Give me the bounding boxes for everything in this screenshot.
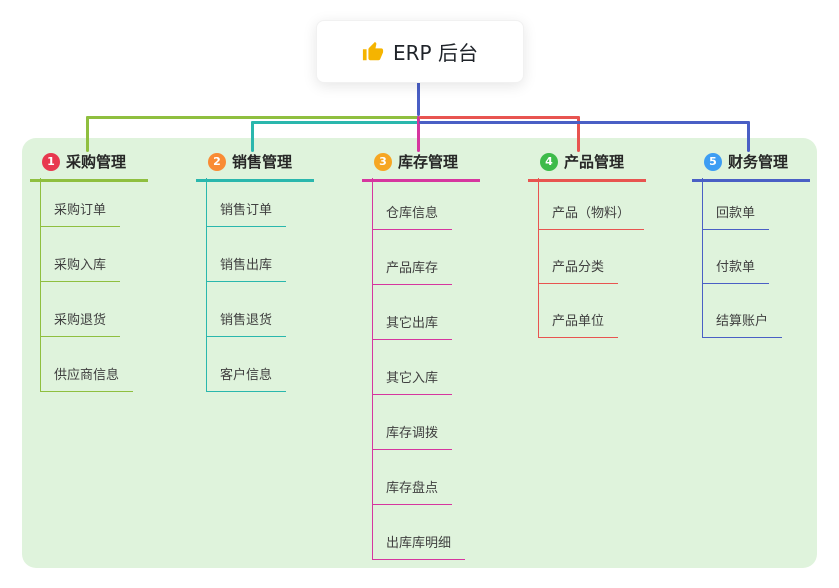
child-node[interactable]: 出库库明细: [372, 535, 466, 560]
branch-sales-header[interactable]: 2 销售管理: [196, 151, 315, 182]
child-node[interactable]: 销售订单: [206, 202, 287, 227]
branch-product-header[interactable]: 4 产品管理: [528, 151, 647, 182]
branch-label: 产品管理: [564, 153, 625, 171]
child-node[interactable]: 采购入库: [40, 257, 121, 282]
branch-product: 4 产品管理 产品（物料） 产品分类 产品单位: [528, 150, 647, 338]
connector-sales-h: [251, 121, 419, 124]
root-drop-connector: [417, 81, 420, 116]
branch-sales: 2 销售管理 销售订单 销售出库 销售退货 客户信息: [196, 150, 315, 392]
connector-product-v: [577, 116, 580, 152]
root-node-label: ERP 后台: [393, 41, 478, 65]
connector-purchase-h: [86, 116, 419, 119]
connector-inventory-v: [417, 116, 420, 152]
branch-label: 库存管理: [398, 153, 459, 171]
branch-finance-child-connector: [702, 178, 703, 337]
branch-number-badge: 5: [704, 152, 722, 171]
root-node[interactable]: ERP 后台: [316, 20, 524, 83]
child-node[interactable]: 产品单位: [538, 313, 619, 338]
child-node[interactable]: 产品分类: [538, 259, 619, 284]
child-node[interactable]: 其它出库: [372, 315, 453, 340]
child-node[interactable]: 供应商信息: [40, 367, 134, 392]
child-node[interactable]: 销售退货: [206, 312, 287, 337]
child-node[interactable]: 库存盘点: [372, 480, 453, 505]
branch-inventory-header[interactable]: 3 库存管理: [362, 151, 481, 182]
branch-inventory-child-connector: [372, 178, 373, 559]
branch-label: 财务管理: [728, 153, 789, 171]
branch-product-child-connector: [538, 178, 539, 337]
child-node[interactable]: 销售出库: [206, 257, 287, 282]
child-node[interactable]: 仓库信息: [372, 205, 453, 230]
branch-number-badge: 2: [208, 152, 226, 171]
branch-inventory: 3 库存管理 仓库信息 产品库存 其它出库 其它入库 库存调拨 库存盘点 出库库…: [362, 150, 481, 560]
connector-finance-h: [419, 121, 750, 124]
branch-purchase-header[interactable]: 1 采购管理: [30, 151, 149, 182]
child-node[interactable]: 采购退货: [40, 312, 121, 337]
child-node[interactable]: 其它入库: [372, 370, 453, 395]
branch-purchase-child-connector: [40, 178, 41, 391]
branch-number-badge: 3: [374, 152, 392, 171]
child-node[interactable]: 产品（物料）: [538, 205, 645, 230]
connector-purchase-v: [86, 116, 89, 152]
thumbs-up-icon: [362, 41, 384, 63]
branch-purchase: 1 采购管理 采购订单 采购入库 采购退货 供应商信息: [30, 150, 149, 392]
child-node[interactable]: 产品库存: [372, 260, 453, 285]
branch-finance-header[interactable]: 5 财务管理: [692, 151, 811, 182]
child-node[interactable]: 采购订单: [40, 202, 121, 227]
connector-product-h: [419, 116, 580, 119]
branch-finance: 5 财务管理 回款单 付款单 结算账户: [692, 150, 811, 338]
child-node[interactable]: 付款单: [702, 259, 770, 284]
branch-number-badge: 4: [540, 152, 558, 171]
child-node[interactable]: 库存调拨: [372, 425, 453, 450]
connector-finance-v: [747, 121, 750, 152]
branch-number-badge: 1: [42, 152, 60, 171]
child-node[interactable]: 结算账户: [702, 313, 783, 338]
branch-sales-child-connector: [206, 178, 207, 391]
child-node[interactable]: 回款单: [702, 205, 770, 230]
branch-label: 采购管理: [66, 153, 127, 171]
branch-label: 销售管理: [232, 153, 293, 171]
mindmap-background-panel: [22, 138, 817, 568]
connector-sales-v: [251, 121, 254, 152]
child-node[interactable]: 客户信息: [206, 367, 287, 392]
